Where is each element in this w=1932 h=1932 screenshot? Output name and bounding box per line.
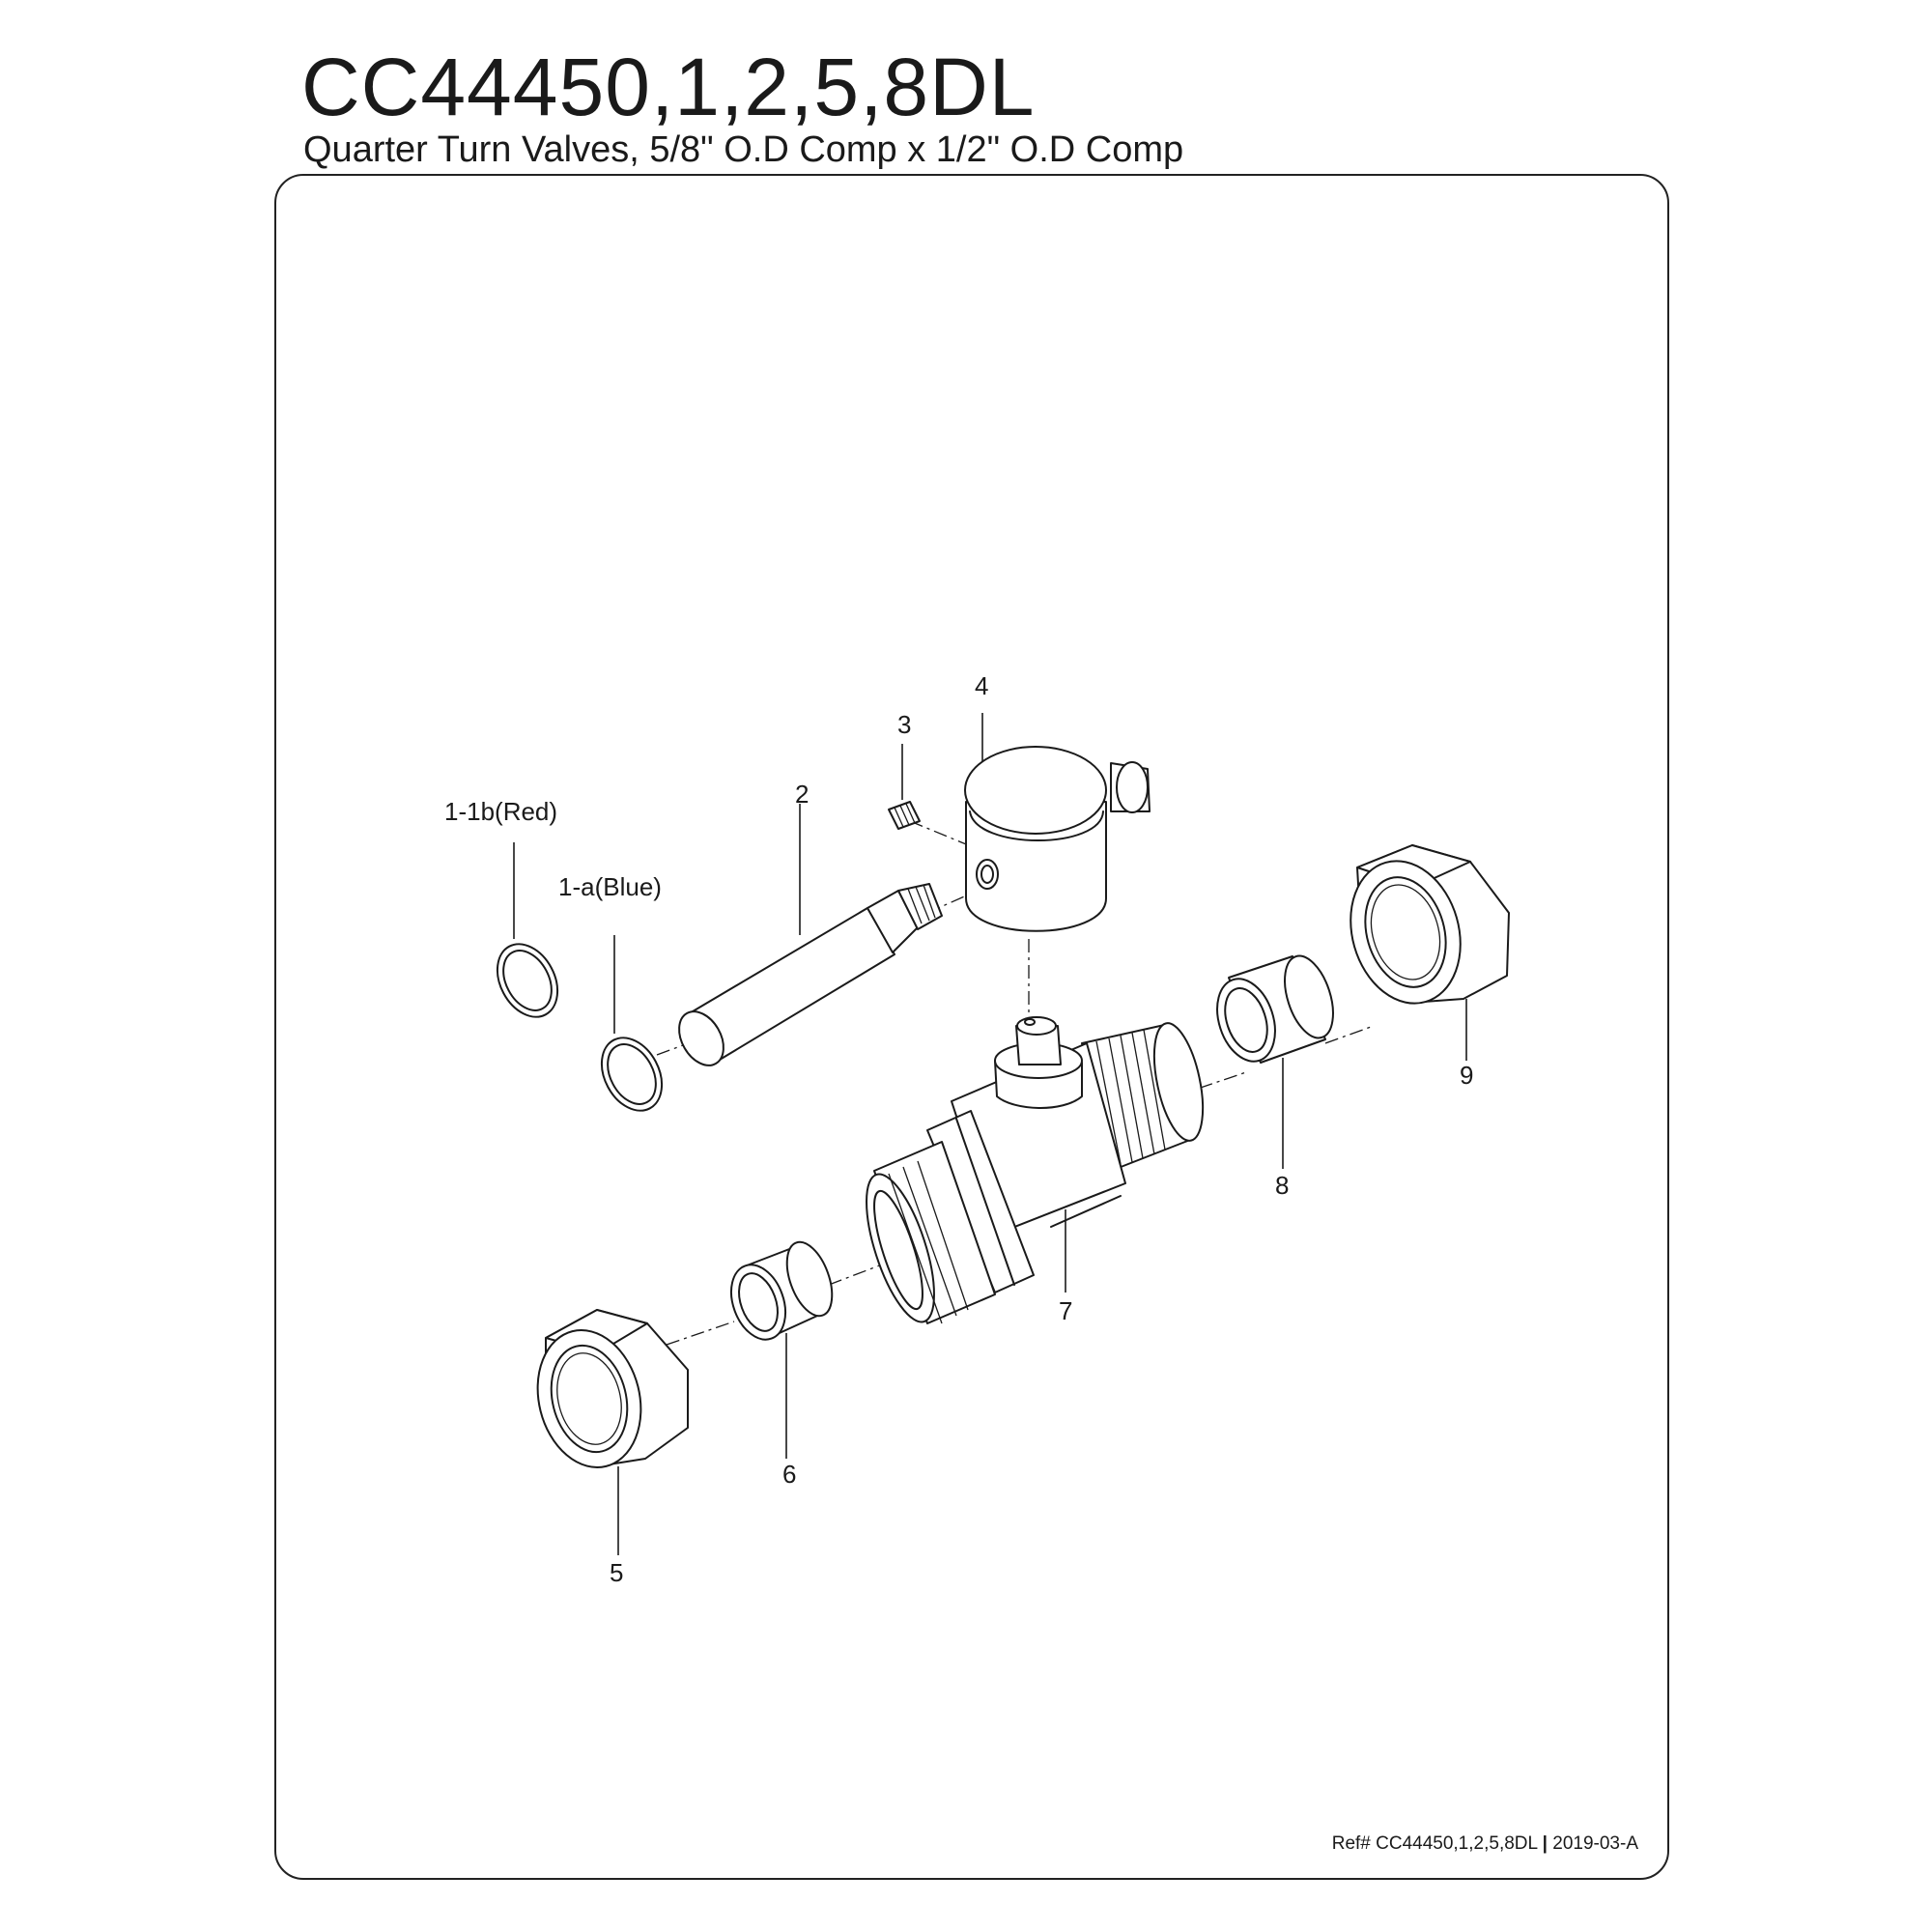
- callout-7: 7: [1059, 1296, 1072, 1325]
- leader-lines: [513, 713, 1467, 1555]
- drawing-frame: [274, 174, 1669, 1880]
- callout-3: 3: [897, 710, 911, 739]
- page-title: CC44450,1,2,5,8DL: [301, 42, 1036, 132]
- reference-number: Ref# CC44450,1,2,5,8DL: [1331, 1833, 1538, 1854]
- callout-1-a: 1-a(Blue): [558, 872, 662, 901]
- compression-nut-left: [536, 1309, 689, 1468]
- washer-1b-red: [496, 943, 559, 1018]
- callout-9: 9: [1460, 1061, 1473, 1090]
- callout-labels: 1-1b(Red) 1-a(Blue) 2 3 4 5 6 7 8 9: [444, 671, 1473, 1587]
- revision-code: 2019-03-A: [1552, 1833, 1638, 1854]
- compression-sleeve-left: [729, 1240, 834, 1341]
- handle-hub: [964, 746, 1151, 932]
- callout-4: 4: [975, 671, 988, 700]
- callout-8: 8: [1275, 1171, 1289, 1200]
- set-screw: [888, 801, 921, 830]
- handle-lever: [678, 883, 943, 1066]
- callout-6: 6: [782, 1460, 796, 1489]
- compression-sleeve-right: [1216, 954, 1334, 1064]
- compression-nut-right: [1350, 844, 1510, 1005]
- callout-5: 5: [610, 1558, 623, 1587]
- washer-1a-blue: [600, 1037, 664, 1112]
- footer-separator: |: [1542, 1833, 1548, 1854]
- callout-1-1b: 1-1b(Red): [444, 797, 557, 826]
- reference-footer: Ref# CC44450,1,2,5,8DL | 2019-03-A: [1332, 1833, 1638, 1855]
- valve-body: [866, 1016, 1205, 1324]
- callout-2: 2: [795, 780, 809, 809]
- page-subtitle: Quarter Turn Valves, 5/8" O.D Comp x 1/2…: [303, 129, 1184, 170]
